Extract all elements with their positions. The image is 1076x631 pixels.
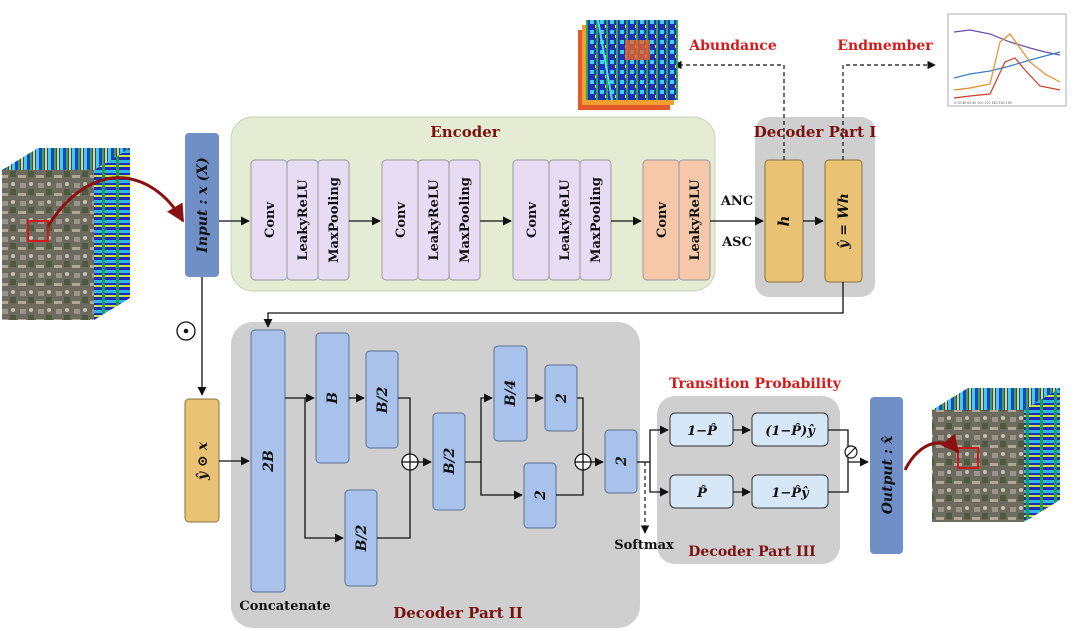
encoder-group-1: Conv LeakyReLU MaxPooling [250,159,350,281]
b-half-top-block [365,350,399,449]
endmember-chart: 0 20 40 60 80 100 120 140 160 180 [947,13,1067,107]
maxpooling-block [579,159,612,281]
concatenate-label: Concatenate [239,599,330,614]
two-out-label: 2 [614,456,630,467]
one-minus-p-y-label: (1−P̂)ŷ [765,423,816,439]
endmember-series-red [953,57,1061,99]
endmember-label: Endmember [837,38,933,54]
conv-label: Conv [655,202,670,238]
abundance-label: Abundance [688,38,777,54]
leakyrelu-label: LeakyReLU [296,179,311,261]
arrow [480,462,523,500]
endmember-series-orange [953,33,1061,91]
b-half-mid-label: B/2 [442,447,458,475]
gate-label: ŷ ⊙ x [194,441,211,481]
transition-probability-label: Transition Probability [669,376,842,392]
b-quarter-label: B/4 [503,380,519,408]
maxpooling-label: MaxPooling [458,177,473,263]
encoder-group-4: Conv LeakyReLU [642,159,711,281]
input-block [185,133,219,277]
maxpooling-label: MaxPooling [589,177,604,263]
abundance-map-stack [578,19,678,110]
input-hsi-cube [2,148,185,320]
encoder-title: Encoder [430,123,501,141]
decoder3-title: Decoder Part III [688,544,815,560]
p-label: P̂ [696,485,708,501]
encoder-group-2: Conv LeakyReLU MaxPooling [381,159,481,281]
connector [377,470,411,539]
arrow [304,398,344,543]
softmax-label: Softmax [614,538,674,553]
decoder1-title: Decoder Part I [754,123,877,141]
h-label: h [775,216,793,227]
y-hat-label: ŷ = Wh [835,193,852,250]
maxpooling-label: MaxPooling [327,177,342,263]
arrow [649,462,669,497]
conv-label: Conv [394,202,409,238]
two-top-label: 2 [554,393,570,404]
arrow [649,425,669,462]
endmember-series-purple [953,29,1061,56]
one-minus-p-y-hat-label: 1−P̂ŷ [771,485,810,501]
b-quarter-block [493,345,528,442]
output-block [870,397,903,554]
decoder2-title: Decoder Part II [393,604,523,622]
conv-label: Conv [263,202,278,238]
two-bottom-label: 2 [533,490,549,501]
input-label: Input : x (X) [195,157,211,253]
connector [398,397,411,454]
y-hat-feedback [263,282,844,328]
conv-label: Conv [525,202,540,238]
b-half-bottom-label: B/2 [354,524,370,552]
connector [556,470,584,496]
anc-label: ANC [720,194,753,209]
endmember-dashed-arrow [842,60,936,160]
leakyrelu-label: LeakyReLU [558,179,573,261]
leakyrelu-label: LeakyReLU [688,179,703,261]
connector [828,429,849,493]
leakyrelu-label: LeakyReLU [427,179,442,261]
output-hsi-cube [903,388,1060,522]
encoder-group-3: Conv LeakyReLU MaxPooling [512,159,612,281]
b-label: B [325,392,341,405]
asc-label: ASC [721,235,752,250]
concat-2b-label: 2B [261,450,277,473]
b-half-top-label: B/2 [375,386,391,414]
maxpooling-block [317,159,350,281]
abundance-dashed-arrow [673,60,785,160]
connector [577,397,584,454]
one-minus-p-label: 1−P̂ [687,423,718,439]
endmember-series-blue [953,51,1061,79]
output-label: Output : x̂ [880,435,896,514]
endmember-x-ticks: 0 20 40 60 80 100 120 140 160 180 [954,101,1012,105]
leakyrelu-block [678,159,711,281]
concat-2b-block [250,329,286,593]
arrow [465,393,493,463]
maxpooling-block [448,159,481,281]
